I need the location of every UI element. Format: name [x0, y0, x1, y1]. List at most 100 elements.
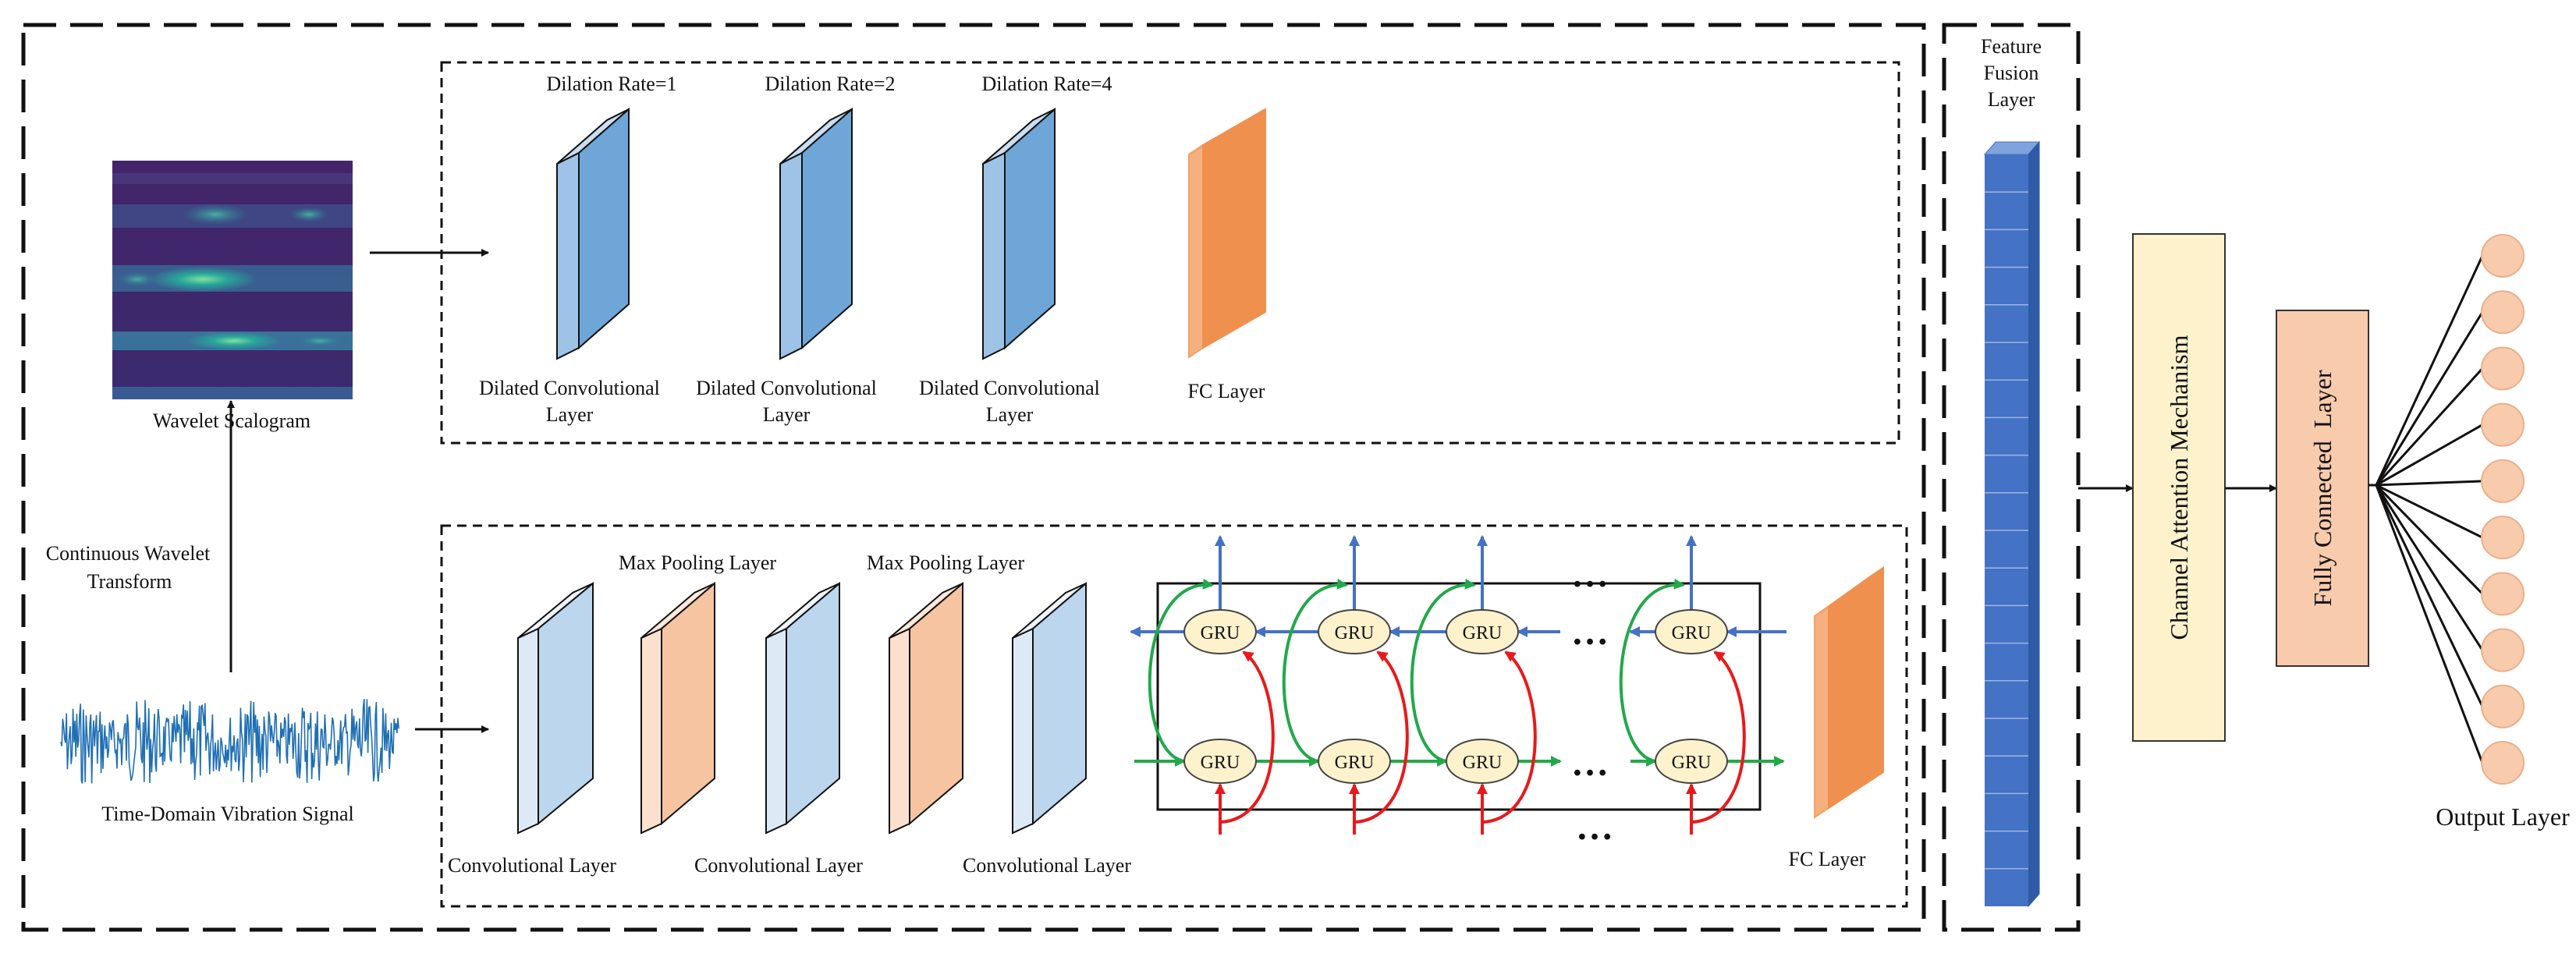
dilated-block-2-side — [779, 151, 803, 360]
dilated-layer-label-3b: Layer — [986, 403, 1034, 426]
fusion-title-line2: Fusion — [1984, 62, 2039, 84]
gru-cell-backward — [1183, 609, 1257, 654]
dilated-layer-label-1a: Dilated Convolutional — [479, 377, 660, 399]
conv-block-2 — [765, 581, 840, 835]
gru-cell-forward — [1655, 739, 1728, 784]
max-pool-label-2: Max Pooling Layer — [867, 551, 1025, 574]
fully-connected-box — [2276, 310, 2369, 667]
dilated-layer-label-2b: Layer — [763, 403, 811, 426]
max-pool-block-2 — [889, 581, 963, 835]
gru-input-skip-arrow — [1219, 650, 1275, 824]
channel-attention-box — [2132, 233, 2226, 742]
dilated-layer-label-2a: Dilated Convolutional — [696, 377, 877, 399]
output-connection — [2375, 311, 2484, 486]
gru-forward-skip-arrow — [1410, 578, 1476, 763]
output-node — [2481, 346, 2525, 391]
output-node — [2481, 516, 2525, 560]
dilated-fc-label: FC Layer — [1188, 380, 1265, 402]
cnn-fc-face — [1828, 566, 1884, 810]
gru-ellipsis-top: … — [1571, 554, 1609, 595]
dilated-layer-label-3a: Dilated Convolutional — [919, 377, 1100, 399]
output-connection — [2375, 484, 2484, 651]
conv-layer-label-3: Convolutional Layer — [963, 854, 1131, 877]
gru-cell-forward — [1318, 739, 1391, 784]
output-node — [2481, 402, 2525, 447]
fusion-column — [1983, 140, 2041, 908]
dilated-block-2-face — [801, 107, 853, 350]
cwt-label-line2: Transform — [87, 570, 172, 593]
conv-block-3 — [1012, 581, 1087, 835]
gru-cell-backward — [1446, 609, 1519, 654]
gru-cell-forward — [1183, 739, 1257, 784]
output-connection — [2376, 424, 2483, 487]
vibration-signal-waveform — [60, 699, 399, 784]
output-connection — [2376, 484, 2483, 539]
bigru-box — [1156, 582, 1762, 811]
max-pool-label-1: Max Pooling Layer — [619, 551, 777, 574]
output-node — [2481, 234, 2525, 278]
fusion-cells — [1985, 191, 2028, 870]
channel-attention-label: Channel Attention Mechanism — [2165, 335, 2193, 640]
gru-input-skip-arrow — [1481, 650, 1537, 824]
wavelet-scalogram — [112, 161, 353, 399]
gru-forward-skip-arrow — [1282, 578, 1348, 763]
dilated-fc-side — [1188, 144, 1204, 359]
gru-ellipsis-upper: … — [1571, 611, 1609, 653]
output-node — [2481, 628, 2525, 672]
dilated-block-2 — [779, 107, 853, 360]
dilated-block-1-side — [556, 151, 580, 360]
output-connection — [2375, 484, 2484, 764]
dilated-block-3-face — [1004, 107, 1056, 350]
dilated-block-3-side — [982, 151, 1006, 360]
gru-cell-label: GRU — [1463, 753, 1503, 773]
output-connection — [2375, 484, 2484, 595]
cnn-branch-fc-block — [1814, 566, 1884, 819]
dilated-branch-frame — [440, 61, 1900, 445]
dilated-fc-face — [1202, 108, 1266, 349]
conv-block-1 — [517, 581, 594, 835]
fusion-frame — [1942, 23, 2081, 932]
output-node — [2481, 290, 2525, 335]
gru-cell-label: GRU — [1672, 753, 1712, 773]
gru-cell-label: GRU — [1672, 623, 1712, 643]
gru-cell-label: GRU — [1335, 623, 1375, 643]
dilated-block-3 — [982, 107, 1056, 360]
output-connection — [2375, 367, 2484, 487]
conv-layer-label-1: Convolutional Layer — [448, 854, 616, 877]
dilated-branch-fc-block — [1188, 108, 1266, 359]
output-node — [2481, 741, 2525, 785]
cnn-fc-side — [1814, 605, 1829, 819]
output-node — [2481, 684, 2525, 728]
fusion-title-line1: Feature — [1981, 35, 2042, 58]
gru-cell-backward — [1318, 609, 1391, 654]
signal-caption: Time-Domain Vibration Signal — [101, 803, 353, 825]
gru-ellipsis-bottom: … — [1576, 806, 1613, 848]
dilation-rate-label-2: Dilation Rate=2 — [765, 73, 895, 95]
dilation-rate-label-1: Dilation Rate=1 — [546, 73, 676, 95]
max-pool-block-1 — [640, 581, 715, 835]
cnn-fc-label: FC Layer — [1789, 848, 1866, 870]
dilated-layer-label-1b: Layer — [546, 403, 594, 426]
gru-ellipsis-lower: … — [1571, 743, 1609, 784]
gru-input-skip-arrow — [1354, 650, 1409, 824]
gru-cell-label: GRU — [1335, 753, 1375, 773]
dilated-block-1 — [556, 107, 630, 360]
fully-connected-label: Fully Connected Layer — [2308, 370, 2336, 606]
gru-cell-label: GRU — [1201, 623, 1240, 643]
output-connection — [2376, 480, 2483, 487]
gru-cell-backward — [1655, 609, 1728, 654]
cnn-gru-branch-frame — [440, 524, 1908, 908]
output-node — [2481, 459, 2525, 503]
output-layer-nodes — [2368, 234, 2525, 785]
conv-layer-label-2: Convolutional Layer — [694, 854, 863, 877]
dilation-rate-label-3: Dilation Rate=4 — [981, 73, 1112, 95]
outer-frame — [21, 23, 1926, 932]
fusion-column-side — [2028, 140, 2040, 908]
output-node — [2481, 572, 2525, 616]
gru-input-skip-arrow — [1691, 650, 1746, 824]
cwt-label-line1: Continuous Wavelet — [46, 542, 211, 565]
output-layer-label: Output Layer — [2436, 803, 2570, 831]
gru-forward-skip-arrow — [1619, 578, 1685, 763]
